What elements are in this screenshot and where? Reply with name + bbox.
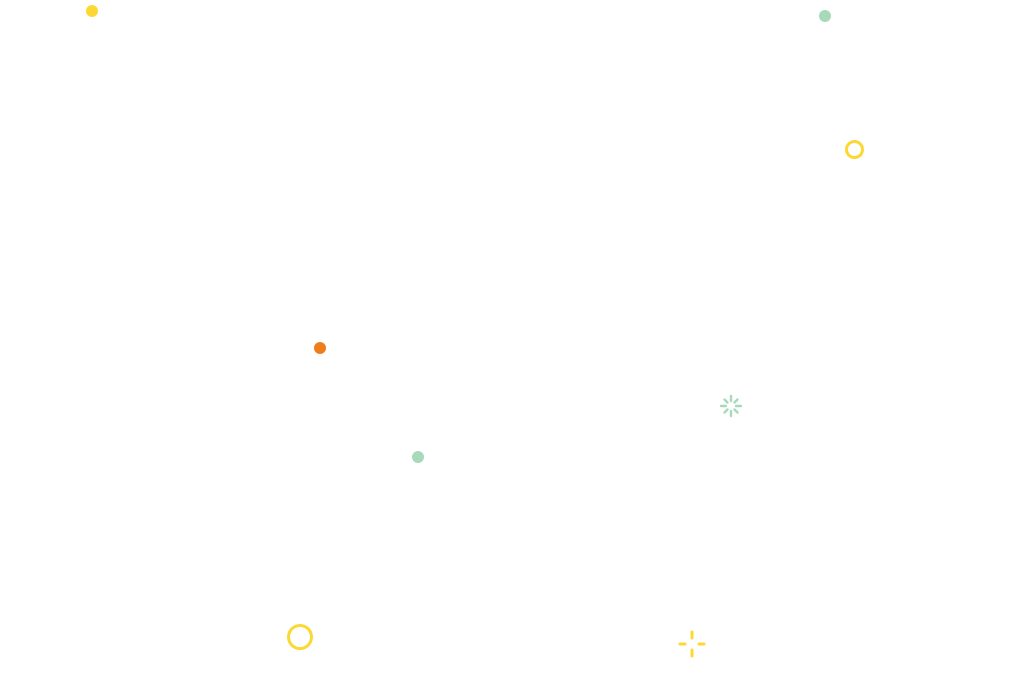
sparkle-icon xyxy=(678,630,706,658)
green-dot-icon xyxy=(412,451,424,463)
yellow-ring-icon xyxy=(845,140,864,159)
yellow-ring-icon xyxy=(287,624,313,650)
yellow-dot-icon xyxy=(86,5,98,17)
spinner-icon xyxy=(719,394,743,418)
green-dot-icon xyxy=(819,10,831,22)
orange-dot-icon xyxy=(314,342,326,354)
